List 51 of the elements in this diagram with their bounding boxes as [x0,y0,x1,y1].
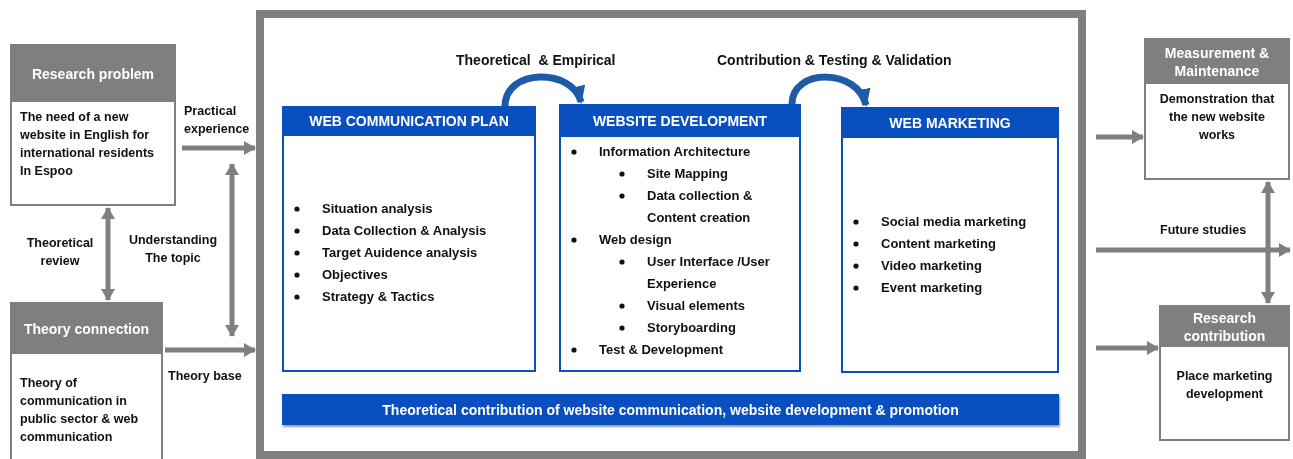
box-text: Place marketing development [1175,368,1274,404]
arrow [1096,130,1144,144]
list-item: Content marketing [881,235,996,251]
arrow [165,343,256,357]
list-item: Social media marketing [881,213,1027,229]
edge-label: Theoretical review [25,235,95,271]
double-arrow [101,207,115,301]
note-text: Understanding The topic [127,232,219,268]
list-item: Strategy & Tactics [322,289,435,304]
list-item: Data collection & Content creation [647,188,753,225]
panel-heading: WEB MARKETING [841,107,1059,138]
box-text: Demonstration that the new website works [1158,91,1276,145]
double-arrow [1261,181,1275,304]
box-heading: Theory connection [12,304,161,354]
box-heading: Measurement & Maintenance [1146,40,1288,84]
box-heading: Research problem [12,46,174,102]
list-item: Web design [599,232,672,247]
list-item: Site Mapping [647,166,728,181]
list-item: Video marketing [881,257,982,273]
edge-label: Contribution & Testing & Validation [717,51,952,70]
list-item: User Interface /User Experience [647,254,770,291]
list-item: Information Architecture [599,144,751,159]
process-box [1159,305,1290,441]
edge-label: Theoretical & Empirical [456,51,616,70]
box-text: Theory of communication in public sector & web communication [19,375,140,447]
arrow [182,141,256,155]
process-box [1144,38,1290,180]
process-box [10,302,163,459]
panel-heading: WEBSITE DEVELOPMENT [559,104,801,137]
edge-label: Future studies [1160,222,1247,239]
list-item: Test & Development [599,342,723,357]
box-heading: Research contribution [1161,307,1288,347]
arrow [1096,341,1159,355]
list-item: Visual elements [647,298,746,313]
process-box [10,44,176,206]
stage-panel [559,104,801,372]
list-item: Situation analysis [322,201,433,216]
list-item: Target Auidence analysis [322,245,478,260]
list-item: Objectives [322,267,388,282]
list-item: Event marketing [881,279,983,295]
panel-heading: WEB COMMUNICATION PLAN [282,106,536,136]
contribution-banner: Theoretical contribution of website communication, website development & promotion [282,394,1059,425]
arrow [1096,243,1291,257]
stage-panel [841,107,1059,373]
stage-panel [282,106,536,372]
edge-label: Theory base [168,368,242,385]
edge-label: Practical experience [184,103,251,139]
list-item: Data Collection & Analysis [322,223,487,238]
frame-box [256,10,1086,459]
box-text: The need of a new website in English for international residents In Espoo [19,109,156,181]
list-item: Storyboarding [647,320,736,335]
